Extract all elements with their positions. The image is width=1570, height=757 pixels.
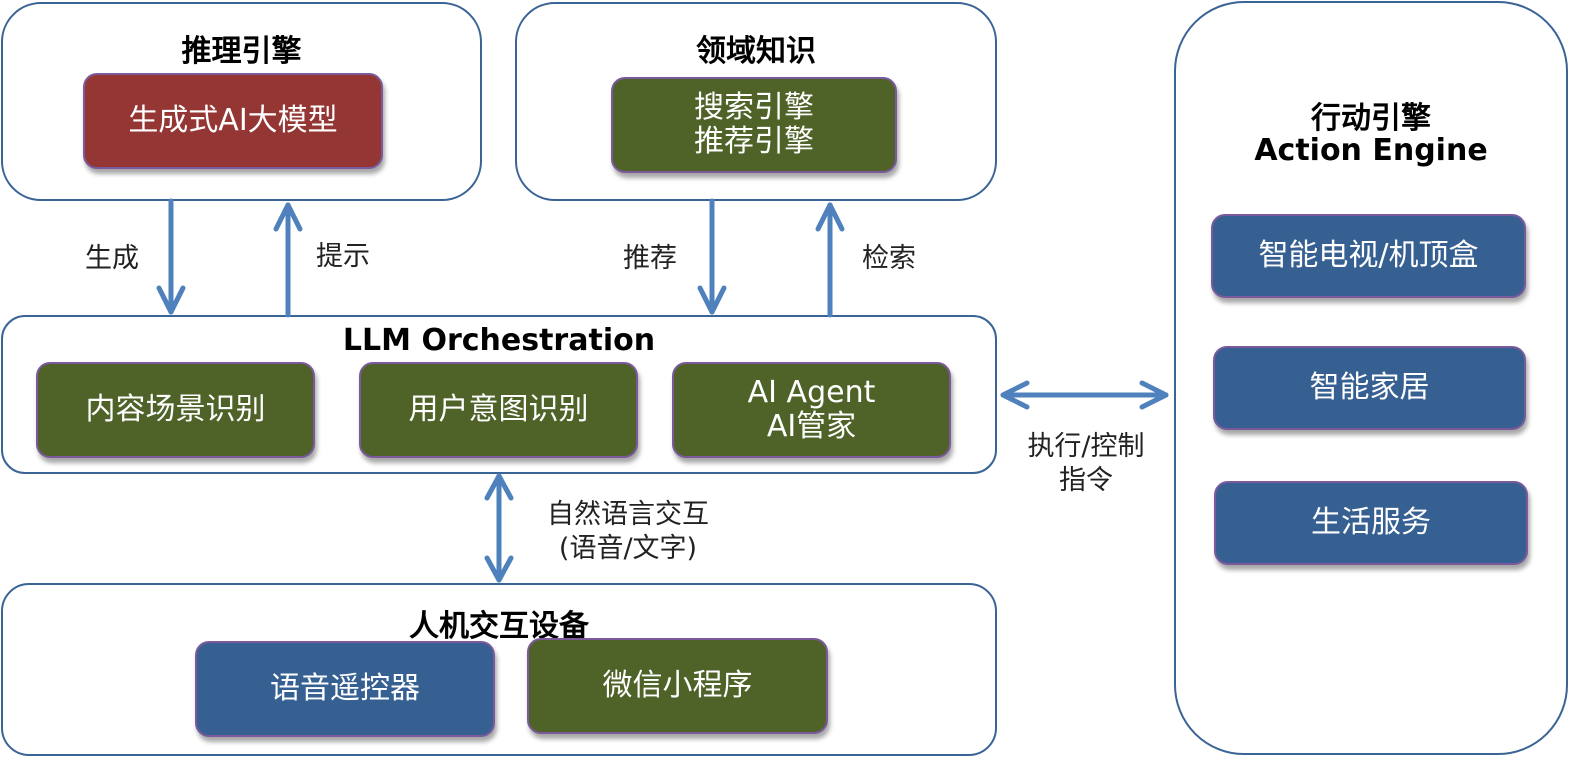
action-engine-title-cn: 行动引擎 (1311, 101, 1431, 136)
wechat-mini-program-node[interactable]: 微信小程序 (527, 638, 828, 734)
generative-ai-model-node[interactable]: 生成式AI大模型 (83, 73, 383, 169)
generate-label: 生成 (85, 243, 139, 274)
recommend-label: 推荐 (623, 243, 677, 274)
recommend-arrow (697, 198, 727, 315)
natural-language-arrow (484, 473, 514, 583)
hci-devices-title: 人机交互设备 (409, 609, 589, 644)
control-command-arrow (1000, 380, 1169, 410)
inference-engine-title: 推理引擎 (181, 34, 302, 69)
llm-orchestration-title: LLM Orchestration (342, 323, 656, 358)
control-command-line1: 执行/控制 (1027, 431, 1145, 462)
prompt-label: 提示 (316, 241, 370, 272)
voice-remote-node[interactable]: 语音遥控器 (195, 641, 495, 737)
wechat-mini-program-label: 微信小程序 (602, 668, 753, 704)
hci-devices-container: 人机交互设备 (1, 583, 997, 756)
domain-knowledge-title: 领域知识 (696, 34, 816, 69)
ai-agent-node[interactable]: AI Agent AI管家 (672, 362, 951, 458)
life-services-node[interactable]: 生活服务 (1214, 481, 1528, 565)
search-engine-label: 搜索引擎 (694, 90, 814, 126)
content-scene-recognition-label: 内容场景识别 (85, 392, 266, 428)
smart-home-node[interactable]: 智能家居 (1213, 346, 1526, 430)
voice-remote-label: 语音遥控器 (270, 671, 420, 707)
smart-tv-stb-node[interactable]: 智能电视/机顶盒 (1211, 214, 1526, 298)
smart-home-label: 智能家居 (1309, 370, 1430, 406)
user-intent-recognition-label: 用户意图识别 (408, 392, 589, 428)
search-recommend-engine-node[interactable]: 搜索引擎 推荐引擎 (611, 77, 897, 173)
generate-arrow (156, 198, 186, 315)
retrieve-arrow (815, 202, 845, 318)
recommend-engine-label: 推荐引擎 (694, 124, 814, 159)
control-command-label: 执行/控制 指令 (1016, 430, 1156, 498)
content-scene-recognition-node[interactable]: 内容场景识别 (36, 362, 315, 458)
smart-tv-stb-label: 智能电视/机顶盒 (1258, 238, 1479, 274)
natural-language-label: 自然语言交互 (语音/文字) (540, 498, 716, 566)
ai-butler-label: AI管家 (766, 409, 857, 444)
retrieve-label: 检索 (862, 243, 916, 274)
generative-ai-model-label: 生成式AI大模型 (128, 103, 338, 139)
life-services-label: 生活服务 (1311, 505, 1431, 541)
prompt-arrow (273, 202, 303, 318)
ai-agent-label: AI Agent (747, 375, 876, 411)
control-command-line2: 指令 (1059, 464, 1113, 496)
user-intent-recognition-node[interactable]: 用户意图识别 (359, 362, 638, 458)
natural-language-line2: (语音/文字) (558, 532, 698, 564)
natural-language-line1: 自然语言交互 (547, 499, 709, 530)
action-engine-title-en: Action Engine (1254, 133, 1488, 168)
